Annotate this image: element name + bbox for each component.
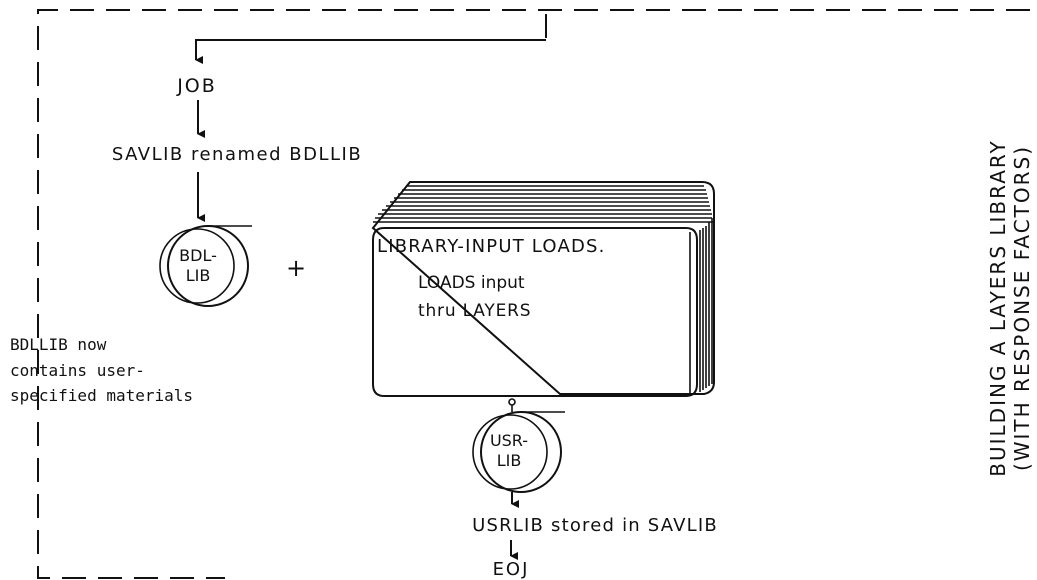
plus-sign: +: [286, 254, 306, 282]
store-step-label: USRLIB stored in SAVLIB: [472, 515, 718, 536]
bdllib-disk-line1: BDL-: [179, 246, 217, 265]
usrlib-disk: USR- LIB: [473, 412, 565, 492]
bdllib-disk-line2: LIB: [186, 266, 211, 285]
deck-line2: thru LAYERS: [418, 301, 531, 321]
title-line1: BUILDING A LAYERS LIBRARY: [986, 139, 1010, 476]
job-label: JOB: [176, 75, 217, 97]
deck-to-usrlib-connector: [509, 399, 515, 405]
note-line2: contains user-: [10, 361, 145, 380]
note-line3: specified materials: [10, 386, 193, 405]
rename-step-label: SAVLIB renamed BDLLIB: [112, 144, 362, 165]
usrlib-disk-line2: LIB: [497, 451, 522, 470]
card-deck: LIBRARY-INPUT LOADS. LOADS input thru LA…: [373, 182, 714, 396]
vertical-title: BUILDING A LAYERS LIBRARY (WITH RESPONSE…: [986, 139, 1034, 476]
usrlib-disk-line1: USR-: [490, 431, 528, 450]
note-line1: BDLLIB now: [10, 335, 107, 354]
deck-line1: LOADS input: [418, 273, 525, 293]
bdllib-disk: BDL- LIB: [160, 226, 252, 306]
title-line2: (WITH RESPONSE FACTORS): [1010, 145, 1034, 471]
deck-title: LIBRARY-INPUT LOADS.: [377, 236, 606, 257]
entry-connector: [196, 14, 546, 60]
eoj-label: EOJ: [493, 559, 530, 580]
